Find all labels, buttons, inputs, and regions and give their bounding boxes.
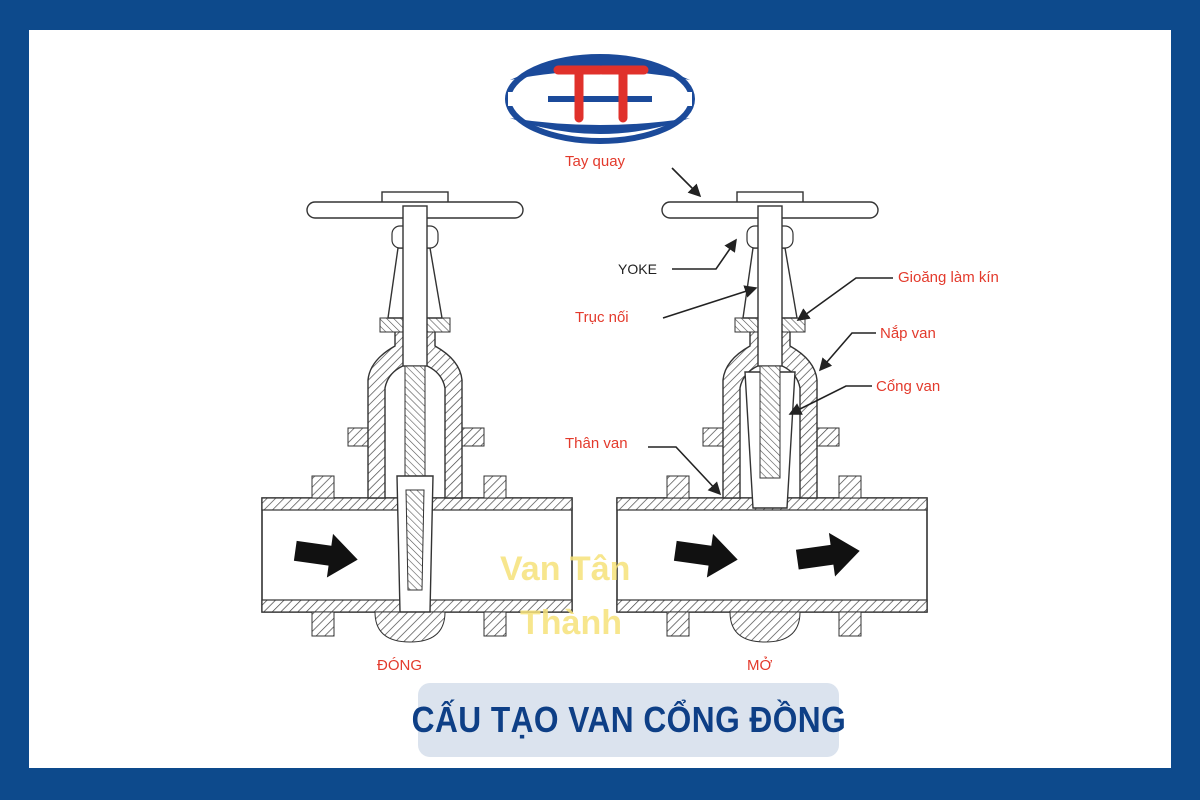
closed-valve [261,191,573,643]
leader-lines [648,167,893,496]
label-bonnet: Nắp van [880,325,936,342]
title-banner: CẤU TẠO VAN CỔNG ĐỒNG [411,683,845,757]
label-body: Thân van [565,435,628,452]
state-closed-label: ĐÓNG [377,657,422,674]
state-open-label: MỞ [747,656,772,674]
label-yoke: YOKE [618,261,657,277]
label-gate: Cổng van [876,378,940,395]
label-stem: Trục nối [575,309,629,326]
open-valve [616,191,928,643]
label-handwheel: Tay quay [565,153,626,170]
page-title: CẤU TẠO VAN CỔNG ĐỒNG [411,699,846,740]
watermark-line-1: Van Tân [500,550,630,588]
tan-thanh-logo-icon [505,54,695,144]
watermark-line-2: Thành [520,604,622,642]
label-packing: Gioăng làm kín [898,269,999,286]
diagram-canvas [29,30,1171,768]
